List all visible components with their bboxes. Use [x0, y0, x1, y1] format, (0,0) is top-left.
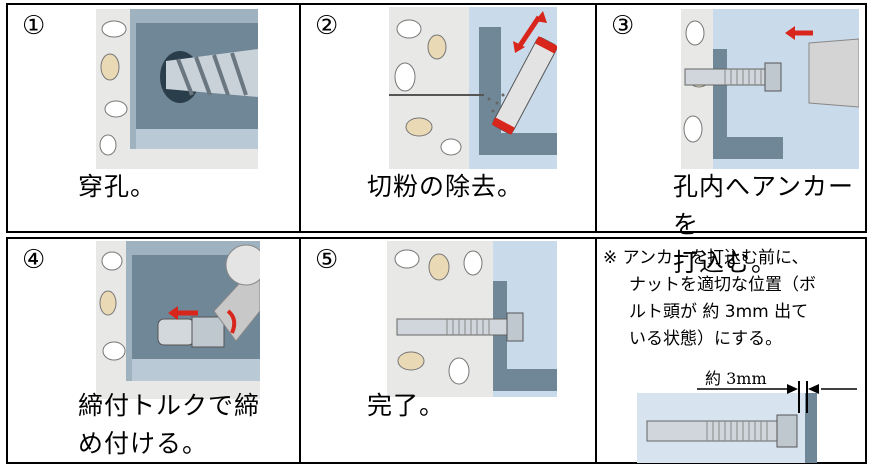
drilling-illustration — [96, 9, 258, 169]
tightening-illustration — [96, 241, 260, 399]
dimension-label: 約 3mm — [705, 369, 767, 388]
step-5-number: ⑤ — [315, 245, 339, 275]
step-1-caption: 穿孔。 — [78, 172, 157, 201]
step-1-panel: ① 穿孔。 — [8, 5, 301, 231]
step-3-caption: 孔内へアンカーを 打込む。 — [673, 172, 855, 277]
step-2-panel: ② 切粉の除去。 — [301, 5, 597, 231]
note-text: ※ アンカーを打込む前に、 ナットを適切な位置（ボ ルト頭が 約 3mm 出て … — [603, 248, 816, 349]
nut-position-diagram — [637, 381, 857, 463]
step-2-caption: 切粉の除去。 — [367, 172, 524, 201]
step-4-number: ④ — [22, 245, 46, 275]
step-2-number: ② — [315, 11, 339, 41]
step-4-caption: 締付トルクで締 め付ける。 — [78, 391, 261, 458]
completed-anchor-illustration — [387, 241, 557, 397]
anchor-driving-illustration — [681, 9, 859, 169]
step-5-panel: ⑤ 完了。 — [301, 239, 597, 462]
step-5-caption: 完了。 — [367, 391, 446, 420]
step-3-panel: ③ 孔内へアンカーを 打込む。 — [597, 5, 865, 277]
steps-row-1: ① 穿孔。 ② — [6, 3, 867, 277]
step-1-number: ① — [22, 11, 46, 41]
steps-row-2: ④ 締付トルクで締 め付ける。 ⑤ — [6, 237, 867, 464]
step-3-number: ③ — [611, 11, 635, 41]
step-4-panel: ④ 締付トルクで締 め付ける。 — [8, 239, 301, 462]
note-panel: ※ アンカーを打込む前に、 ナットを適切な位置（ボ ルト頭が 約 3mm 出て … — [597, 239, 865, 463]
dust-removal-illustration — [389, 7, 557, 169]
